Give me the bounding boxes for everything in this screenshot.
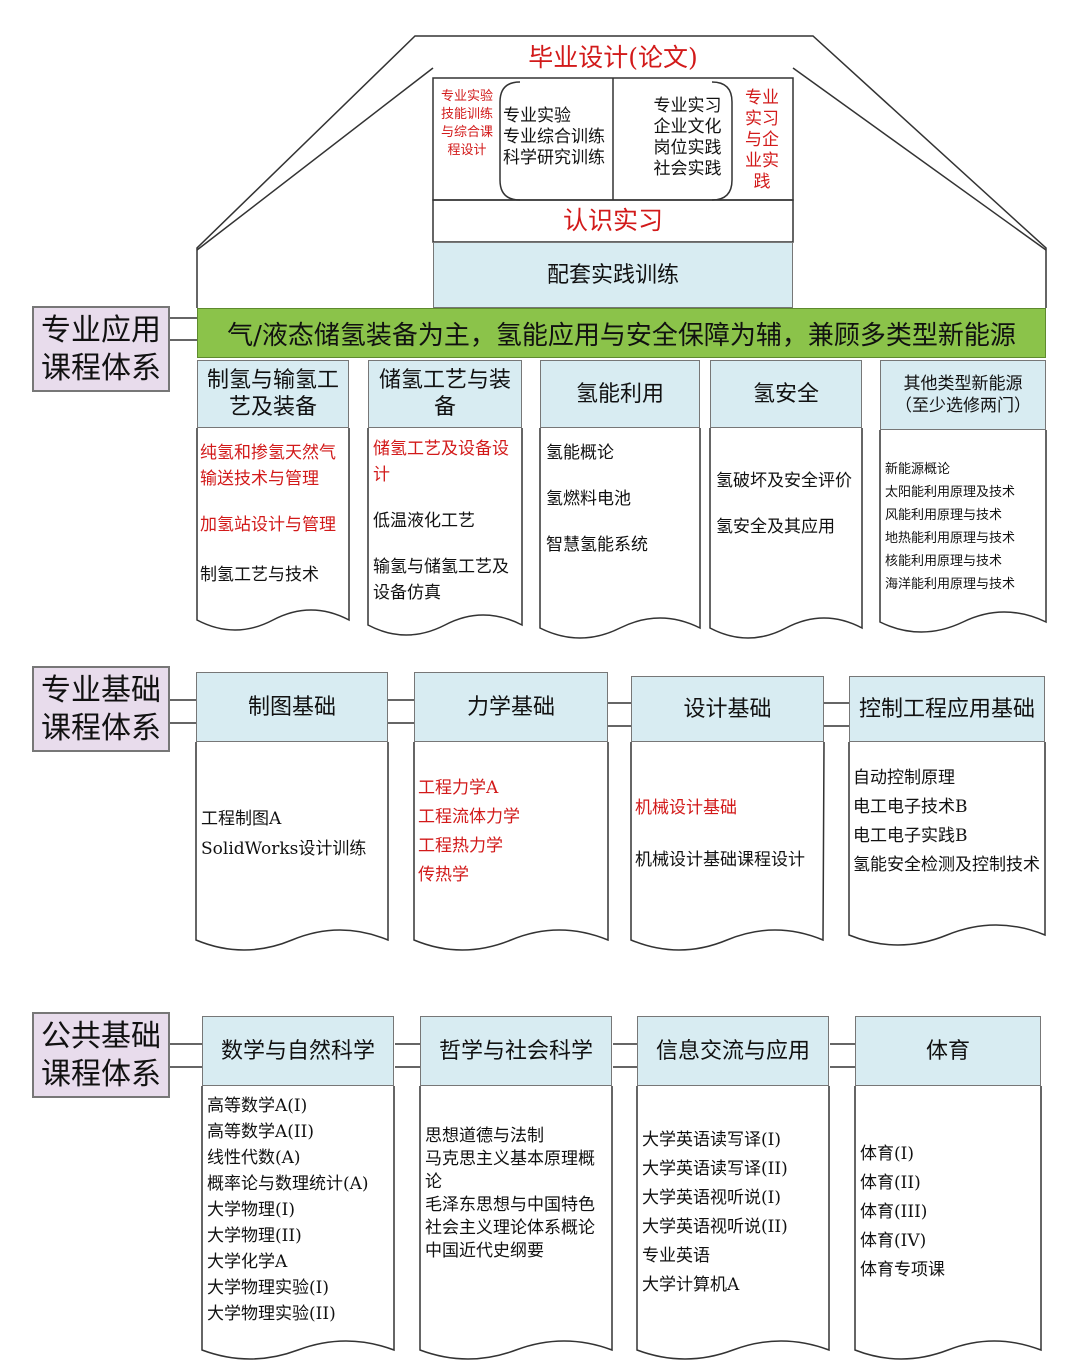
app-list-0: 纯氢和掺氢天然气输送技术与管理 加氢站设计与管理 制氢工艺与技术	[200, 440, 348, 588]
course-item: 大学物理(I)	[207, 1200, 295, 1220]
basic-head-2: 设计基础	[631, 676, 824, 742]
public-head-0: 数学与自然科学	[202, 1016, 394, 1086]
course-item: 纯氢和掺氢天然气输送技术与管理	[200, 443, 336, 489]
course-item: 机械设计基础课程设计	[635, 850, 805, 870]
course-item: 思想道德与法制	[425, 1126, 544, 1146]
public-head-1: 哲学与社会科学	[420, 1016, 612, 1086]
basic-list-2: 机械设计基础 机械设计基础课程设计	[635, 795, 820, 873]
course-item: 地热能利用原理与技术	[885, 531, 1016, 546]
practice-item: 岗位实践	[653, 138, 722, 158]
course-item: 智慧氢能系统	[546, 535, 648, 555]
practice-item: 专业实习	[653, 96, 722, 116]
practice-item: 科学研究训练	[503, 148, 605, 168]
course-item: 体育专项课	[860, 1260, 945, 1280]
course-item: 大学物理实验(I)	[207, 1278, 329, 1298]
public-list-1: 思想道德与法制 马克思主义基本原理概论 毛泽东思想与中国特色社会主义理论体系概论…	[425, 1125, 607, 1263]
course-item: 大学物理(II)	[207, 1226, 302, 1246]
course-item: 工程热力学	[418, 836, 503, 856]
course-item: 体育(III)	[860, 1202, 928, 1222]
course-item: 风能利用原理与技术	[885, 508, 1003, 523]
app-list-2: 氢能概论 氢燃料电池 智慧氢能系统	[546, 440, 696, 558]
label-basic: 专业基础 课程体系	[32, 666, 170, 752]
course-item: 大学化学A	[207, 1252, 288, 1272]
course-item: 氢能概论	[546, 443, 614, 463]
app-head-3: 氢安全	[710, 360, 862, 428]
app-head-2: 氢能利用	[540, 360, 700, 428]
course-item: SolidWorks设计训练	[201, 839, 367, 859]
course-item: 电工电子技术B	[853, 797, 968, 817]
course-item: 海洋能利用原理与技术	[885, 577, 1016, 592]
left-practice-list: 专业实验 专业综合训练 科学研究训练	[503, 106, 613, 169]
cognition-practice: 认识实习	[562, 206, 663, 235]
course-item: 电工电子实践B	[853, 826, 968, 846]
course-item: 线性代数(A)	[207, 1148, 301, 1168]
course-item: 马克思主义基本原理概论	[425, 1149, 595, 1192]
course-item: 工程制图A	[201, 809, 282, 829]
public-head-3: 体育	[855, 1016, 1041, 1086]
course-item: 氢燃料电池	[546, 489, 631, 509]
course-item: 低温液化工艺	[373, 511, 475, 531]
course-item: 高等数学A(I)	[207, 1096, 308, 1116]
practice-item: 专业实验	[503, 106, 571, 126]
app-head-4: 其他类型新能源（至少选修两门）	[880, 360, 1046, 430]
right-practice-list: 专业实习 企业文化 岗位实践 社会实践	[640, 96, 735, 180]
course-item: 自动控制原理	[853, 768, 955, 788]
course-item: 新能源概论	[885, 462, 951, 477]
app-list-3: 氢破坏及安全评价 氢安全及其应用	[716, 468, 858, 540]
course-item: 核能利用原理与技术	[885, 554, 1003, 569]
label-public: 公共基础 课程体系	[32, 1012, 170, 1098]
public-list-0: 高等数学A(I) 高等数学A(II) 线性代数(A) 概率论与数理统计(A) 大…	[207, 1093, 393, 1327]
course-item: 体育(I)	[860, 1144, 914, 1164]
basic-list-3: 自动控制原理 电工电子技术B 电工电子实践B 氢能安全检测及控制技术	[853, 764, 1041, 880]
right-red-label: 专业实习与企业实践	[745, 88, 779, 192]
course-item: 大学英语读写译(II)	[642, 1159, 788, 1179]
course-item: 大学英语视听说(I)	[642, 1188, 781, 1208]
course-item: 概率论与数理统计(A)	[207, 1174, 369, 1194]
basic-list-1: 工程力学A 工程流体力学 工程热力学 传热学	[418, 774, 603, 890]
app-head-0: 制氢与输氢工艺及装备	[197, 360, 349, 428]
course-item: 工程流体力学	[418, 807, 520, 827]
course-item: 太阳能利用原理及技术	[885, 485, 1016, 500]
course-item: 体育(II)	[860, 1173, 921, 1193]
basic-head-0: 制图基础	[196, 672, 388, 742]
course-item: 专业英语	[642, 1246, 710, 1266]
course-item: 制氢工艺与技术	[200, 565, 319, 585]
course-item: 工程力学A	[418, 778, 499, 798]
app-banner: 气/液态储氢装备为主，氢能应用与安全保障为辅，兼顾多类型新能源	[197, 308, 1046, 358]
basic-list-0: 工程制图A SolidWorks设计训练	[201, 804, 386, 864]
label-app: 专业应用 课程体系	[32, 306, 170, 392]
course-item: 输氢与储氢工艺及设备仿真	[373, 557, 509, 603]
course-item: 高等数学A(II)	[207, 1122, 314, 1142]
public-list-2: 大学英语读写译(I) 大学英语读写译(II) 大学英语视听说(I) 大学英语视听…	[642, 1126, 828, 1300]
public-head-2: 信息交流与应用	[637, 1016, 829, 1086]
support-practice: 配套实践训练	[433, 242, 793, 308]
app-list-1: 储氢工艺及设备设计 低温液化工艺 输氢与储氢工艺及设备仿真	[373, 436, 518, 606]
course-item: 体育(IV)	[860, 1231, 927, 1251]
left-red-label: 专业实验技能训练与综合课程设计	[440, 89, 493, 158]
practice-item: 社会实践	[653, 159, 722, 179]
course-item: 大学英语读写译(I)	[642, 1130, 781, 1150]
graduation-title: 毕业设计(论文)	[528, 43, 698, 72]
course-item: 大学计算机A	[642, 1275, 740, 1295]
app-head-1: 储氢工艺与装备	[368, 360, 522, 428]
course-item: 大学物理实验(II)	[207, 1304, 336, 1324]
course-item: 毛泽东思想与中国特色社会主义理论体系概论	[425, 1195, 595, 1238]
basic-head-3: 控制工程应用基础	[849, 676, 1045, 742]
course-item: 氢能安全检测及控制技术	[853, 855, 1040, 875]
course-item: 机械设计基础	[635, 798, 737, 818]
course-item: 中国近代史纲要	[425, 1241, 544, 1261]
course-item: 氢安全及其应用	[716, 517, 835, 537]
app-list-4: 新能源概论 太阳能利用原理及技术 风能利用原理与技术 地热能利用原理与技术 核能…	[885, 458, 1045, 596]
course-item: 传热学	[418, 865, 469, 885]
practice-item: 企业文化	[653, 117, 722, 137]
course-item: 大学英语视听说(II)	[642, 1217, 788, 1237]
course-item: 加氢站设计与管理	[200, 515, 336, 535]
basic-head-1: 力学基础	[414, 672, 608, 742]
practice-item: 专业综合训练	[503, 127, 605, 147]
course-item: 氢破坏及安全评价	[716, 471, 852, 491]
course-item: 储氢工艺及设备设计	[373, 439, 509, 485]
public-list-3: 体育(I) 体育(II) 体育(III) 体育(IV) 体育专项课	[860, 1140, 1036, 1285]
